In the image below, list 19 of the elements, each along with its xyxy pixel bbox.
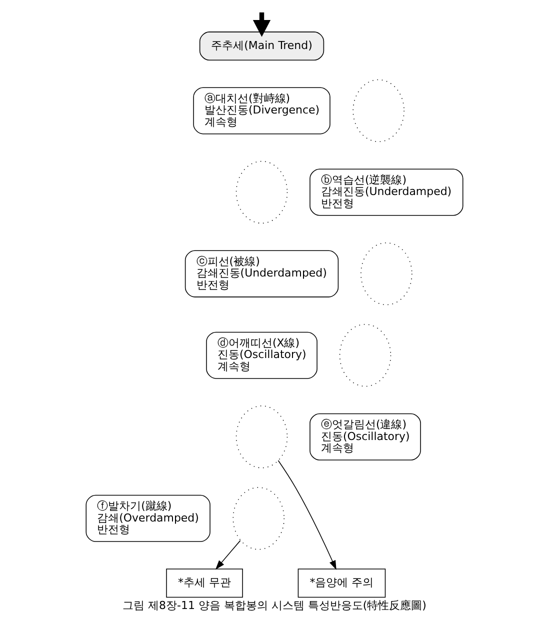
- node-box: ⓔ엇갈림선(違線) 진동(Oscillatory) 계속형: [309, 413, 420, 460]
- node-box: ⓐ대치선(對峙線) 발산진동(Divergence) 계속형: [192, 87, 330, 134]
- node-circle: [338, 324, 391, 387]
- caption: 그림 제8장-11 양음 복합봉의 시스템 특성반응도(特性反應圖): [122, 599, 426, 612]
- node-box: ⓑ역습선(逆襲線) 감쇄진동(Underdamped) 반전형: [309, 168, 463, 216]
- node-box: *음양에 주의: [297, 568, 386, 598]
- node-circle: [360, 242, 412, 306]
- node-box: *추세 무관: [166, 568, 242, 598]
- arrow: [214, 540, 240, 570]
- node-circle: [352, 79, 404, 142]
- node-box: ⓕ발차기(蹴線) 감쇄(Overdamped) 반전형: [85, 494, 210, 542]
- node-circle: [235, 160, 288, 224]
- arrow: [252, 12, 270, 37]
- node-box: 주추세(Main Trend): [198, 32, 324, 61]
- node-circle: [235, 406, 288, 468]
- node-box: ⓓ어깨띠선(X線) 진동(Oscillatory) 계속형: [206, 332, 317, 379]
- node-box: ⓒ피선(被線) 감쇄진동(Underdamped) 반전형: [184, 250, 338, 298]
- arrow: [277, 460, 336, 570]
- node-circle: [232, 487, 284, 550]
